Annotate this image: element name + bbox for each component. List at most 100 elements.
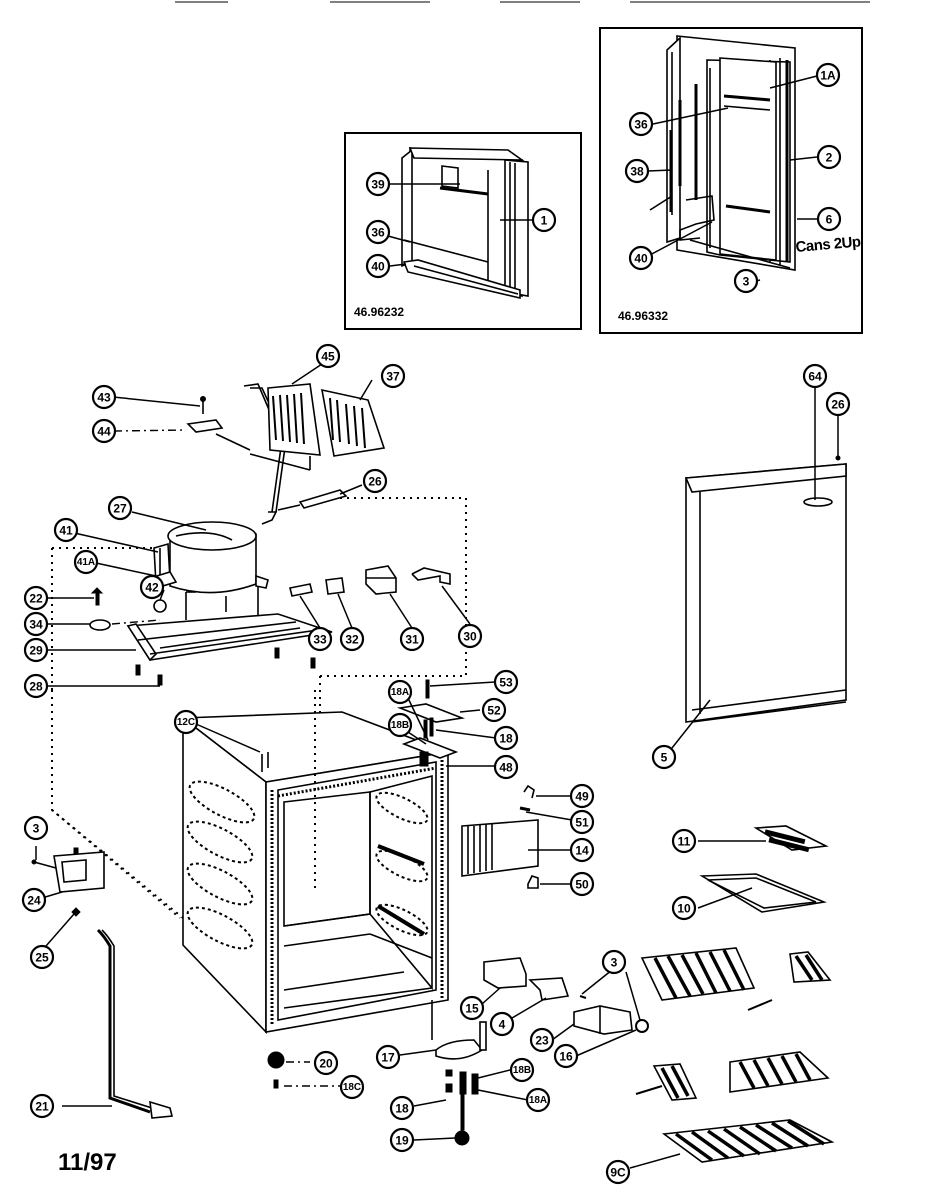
callout-label: 41A	[77, 557, 95, 568]
callout-circle	[29, 1093, 55, 1119]
callout-c24: 24	[21, 887, 47, 913]
callout-c50: 50	[569, 871, 595, 897]
callout-circle	[553, 1043, 579, 1069]
callout-circle	[733, 268, 759, 294]
callout-c5: 5	[651, 744, 677, 770]
callout-label: 41	[59, 524, 73, 538]
callout-label: 36	[371, 226, 385, 240]
top-hinge-assembly	[396, 679, 497, 767]
callout-label: 3	[33, 822, 40, 836]
callout-c43: 43	[91, 384, 117, 410]
callout-label: 4	[499, 1018, 506, 1032]
callout-c16: 16	[553, 1043, 579, 1069]
callout-label: 15	[465, 1002, 479, 1016]
inset-left-callout-40: 40	[365, 253, 391, 279]
callout-label: 49	[575, 790, 589, 804]
callout-c51: 51	[569, 809, 595, 835]
callout-circle	[628, 111, 654, 137]
callout-c22: 22	[23, 585, 49, 611]
callout-label: 38	[630, 165, 644, 179]
callout-label: 5	[661, 751, 668, 765]
callout-c18a2: 18A	[525, 1087, 551, 1113]
callout-label: 45	[321, 350, 335, 364]
callout-label: 20	[319, 1057, 333, 1071]
callout-circle	[531, 207, 557, 233]
callout-circle	[399, 626, 425, 652]
callout-circle	[53, 517, 79, 543]
inset-left-model-number: 46.96232	[354, 305, 404, 319]
callout-label: 18	[395, 1102, 409, 1116]
inset-right-model-number: 46.96332	[618, 309, 668, 323]
callout-c3a: 3	[23, 815, 49, 841]
callout-c21: 21	[29, 1093, 55, 1119]
callout-label: 14	[575, 844, 589, 858]
callout-c52: 52	[481, 697, 507, 723]
callout-label: 29	[29, 644, 43, 658]
callout-c27: 27	[107, 495, 133, 521]
callout-label: 1A	[820, 69, 836, 83]
callout-c23: 23	[529, 1027, 555, 1053]
callout-label: 9C	[610, 1166, 626, 1180]
callout-circle	[29, 944, 55, 970]
callout-label: 10	[677, 902, 691, 916]
callout-label: 27	[113, 502, 127, 516]
callout-circle	[628, 245, 654, 271]
callout-c19: 19	[389, 1127, 415, 1153]
callout-circle	[139, 574, 165, 600]
callout-c12c: 12C	[173, 709, 199, 735]
callout-c41a: 41A	[73, 549, 99, 575]
callout-label: 21	[35, 1100, 49, 1114]
callout-label: 34	[29, 618, 43, 632]
callout-circle	[569, 871, 595, 897]
callout-label: 23	[535, 1034, 549, 1048]
callout-circle	[489, 1011, 515, 1037]
bottom-hinge-and-legs	[267, 1000, 529, 1146]
callout-label: 3	[611, 956, 618, 970]
callout-circle	[459, 995, 485, 1021]
callout-label: 31	[405, 633, 419, 647]
callout-circle	[389, 1095, 415, 1121]
callout-label: 32	[345, 633, 359, 647]
callout-circle	[73, 549, 99, 575]
callout-circle	[802, 363, 828, 389]
callout-label: 39	[371, 178, 385, 192]
compressor-assembly	[46, 511, 333, 687]
callout-c42: 42	[139, 574, 165, 600]
callout-c30: 30	[457, 623, 483, 649]
callout-circle	[569, 783, 595, 809]
callout-label: 30	[463, 630, 477, 644]
callout-circle	[313, 1050, 339, 1076]
shelves-and-trays	[629, 825, 835, 1169]
callout-label: 26	[368, 475, 382, 489]
callout-circle	[387, 712, 413, 738]
callout-circle	[375, 1044, 401, 1070]
callout-label: 26	[831, 398, 845, 412]
callout-c15: 15	[459, 995, 485, 1021]
callout-label: 18A	[529, 1095, 547, 1106]
callout-c18_2: 18	[389, 1095, 415, 1121]
callout-label: 6	[826, 213, 833, 227]
callout-label: 17	[381, 1051, 395, 1065]
callout-label: 28	[29, 680, 43, 694]
callout-label: 2	[826, 151, 833, 165]
callout-label: 1	[541, 214, 548, 228]
callout-circle	[107, 495, 133, 521]
callout-label: 18B	[513, 1065, 531, 1076]
callout-c25: 25	[29, 944, 55, 970]
callout-label: 25	[35, 951, 49, 965]
inset-right-callout-1a: 1A	[815, 62, 841, 88]
callout-c18b: 18B	[387, 712, 413, 738]
callout-circle	[365, 171, 391, 197]
callout-label: 37	[386, 370, 400, 384]
inset-right-callout-2: 2	[816, 144, 842, 170]
callout-circle	[173, 709, 199, 735]
callout-circle	[339, 626, 365, 652]
callout-circle	[91, 384, 117, 410]
inset-right-stamp-text: Cans 2Up	[795, 233, 862, 256]
callout-c31: 31	[399, 626, 425, 652]
callout-label: 51	[575, 816, 589, 830]
callout-circle	[651, 744, 677, 770]
inset-right-callout-3: 3	[733, 268, 759, 294]
inset-right-callout-40: 40	[628, 245, 654, 271]
